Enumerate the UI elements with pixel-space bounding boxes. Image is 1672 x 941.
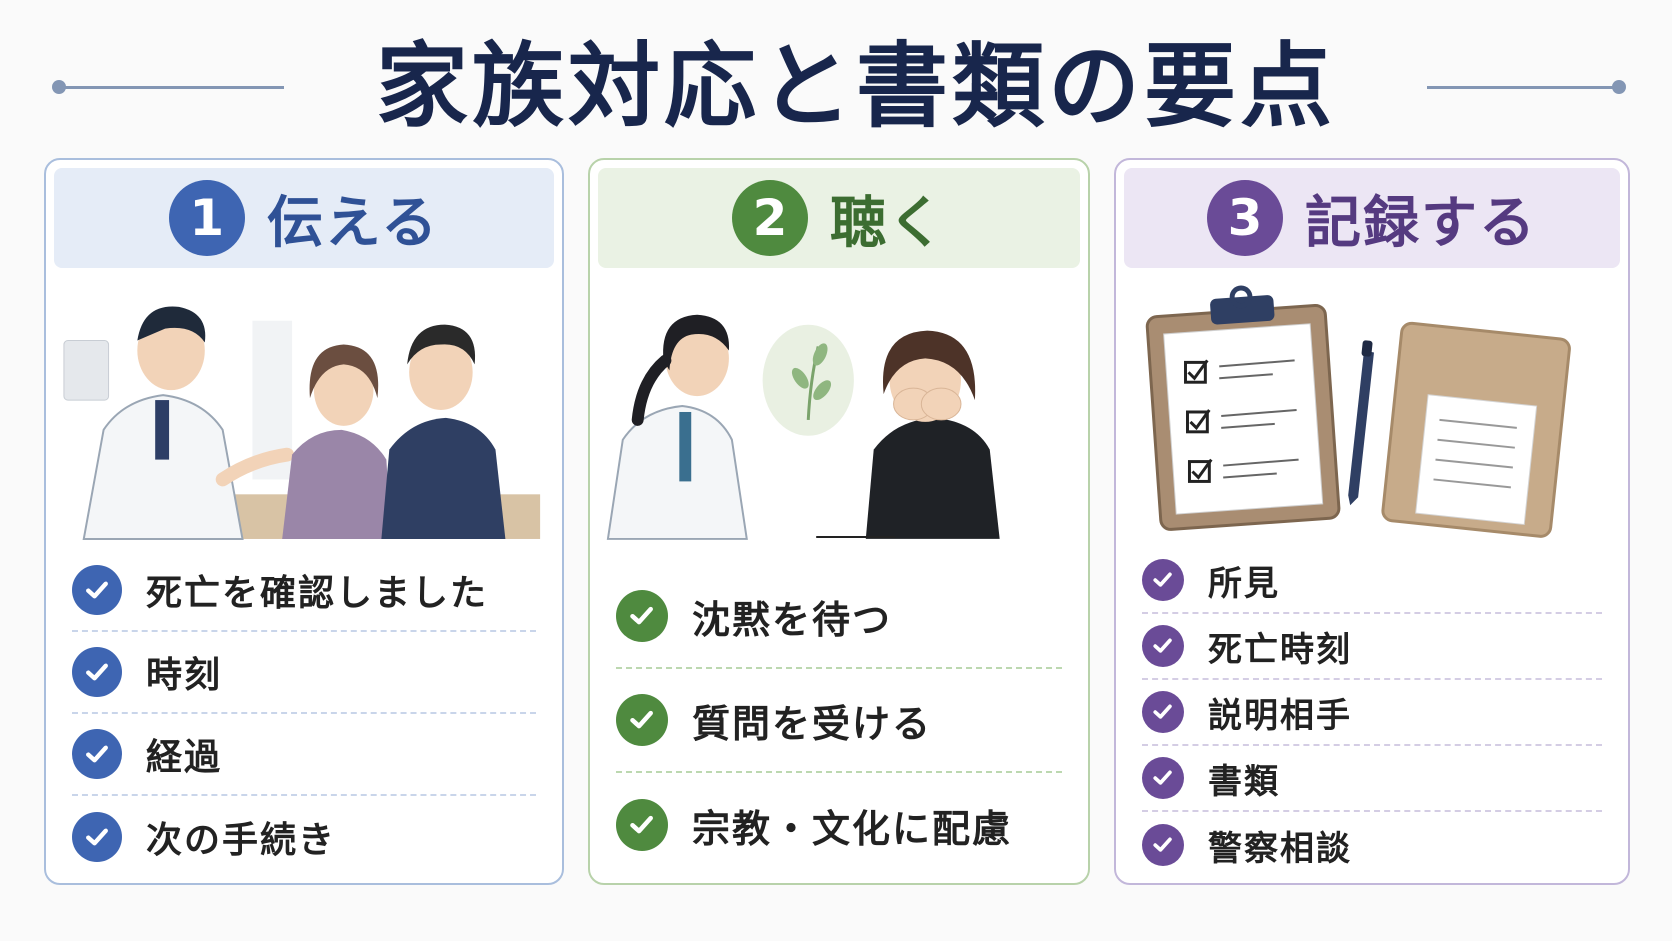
step-number-badge: 2 bbox=[732, 180, 808, 256]
list-item-text: 経過 bbox=[146, 737, 223, 778]
list-item: 沈黙を待つ bbox=[616, 565, 1062, 669]
list-item: 死亡時刻 bbox=[1142, 614, 1602, 680]
doctor-listening-illustration bbox=[598, 280, 1080, 540]
list-item-text: 沈黙を待つ bbox=[692, 597, 893, 642]
check-icon bbox=[616, 799, 668, 851]
list-item: 宗教・文化に配慮 bbox=[616, 773, 1062, 877]
list-item: 書類 bbox=[1142, 746, 1602, 812]
card-tell-header: 1 伝える bbox=[54, 168, 554, 268]
step-number-badge: 3 bbox=[1207, 180, 1283, 256]
check-icon bbox=[1142, 824, 1184, 866]
card-tell: 1 伝える 死亡を確認しました bbox=[44, 158, 564, 885]
card-record: 3 記録する bbox=[1114, 158, 1630, 885]
check-icon bbox=[72, 729, 122, 779]
title-decoration-line-left bbox=[58, 86, 284, 89]
check-icon bbox=[616, 590, 668, 642]
page-title: 家族対応と書類の要点 bbox=[375, 33, 1336, 140]
list-item: 次の手続き bbox=[72, 796, 536, 878]
list-item: 死亡を確認しました bbox=[72, 550, 536, 632]
check-icon bbox=[72, 812, 122, 862]
check-icon bbox=[1142, 691, 1184, 733]
list-item: 所見 bbox=[1142, 548, 1602, 614]
list-item: 時刻 bbox=[72, 632, 536, 714]
card-listen-heading: 聴く bbox=[830, 190, 946, 256]
list-item-text: 宗教・文化に配慮 bbox=[692, 806, 1013, 851]
title-row: 家族対応と書類の要点 bbox=[0, 22, 1672, 152]
list-item: 説明相手 bbox=[1142, 680, 1602, 746]
record-checklist: 所見 死亡時刻 説明相手 書類 警察相談 bbox=[1142, 548, 1602, 878]
step-number-badge: 1 bbox=[168, 180, 245, 256]
list-item: 経過 bbox=[72, 714, 536, 796]
list-item-text: 質問を受ける bbox=[692, 701, 933, 746]
clipboard-and-notebook-illustration bbox=[1124, 280, 1620, 540]
title-decoration-line-right bbox=[1427, 86, 1619, 89]
check-icon bbox=[1142, 757, 1184, 799]
check-icon bbox=[72, 565, 122, 615]
list-item: 警察相談 bbox=[1142, 812, 1602, 878]
check-icon bbox=[616, 694, 668, 746]
list-item-text: 死亡時刻 bbox=[1208, 629, 1352, 670]
card-listen: 2 聴く 沈黙を待つ bbox=[588, 158, 1090, 885]
list-item-text: 書類 bbox=[1208, 761, 1280, 802]
list-item-text: 次の手続き bbox=[146, 820, 337, 861]
title-decoration-dot-right bbox=[1612, 80, 1626, 94]
tell-checklist: 死亡を確認しました 時刻 経過 次の手続き bbox=[72, 550, 536, 878]
list-item-text: 所見 bbox=[1208, 563, 1280, 604]
listen-checklist: 沈黙を待つ 質問を受ける 宗教・文化に配慮 bbox=[616, 565, 1062, 877]
card-listen-header: 2 聴く bbox=[598, 168, 1080, 268]
list-item-text: 時刻 bbox=[146, 655, 223, 696]
list-item: 質問を受ける bbox=[616, 669, 1062, 773]
list-item-text: 説明相手 bbox=[1208, 695, 1352, 736]
card-tell-heading: 伝える bbox=[266, 190, 440, 256]
doctor-talking-to-family-illustration bbox=[54, 280, 554, 540]
card-record-heading: 記録する bbox=[1305, 190, 1537, 256]
list-item-text: 警察相談 bbox=[1208, 828, 1352, 869]
card-record-header: 3 記録する bbox=[1124, 168, 1620, 268]
check-icon bbox=[72, 647, 122, 697]
list-item-text: 死亡を確認しました bbox=[146, 573, 489, 614]
check-icon bbox=[1142, 559, 1184, 601]
check-icon bbox=[1142, 625, 1184, 667]
